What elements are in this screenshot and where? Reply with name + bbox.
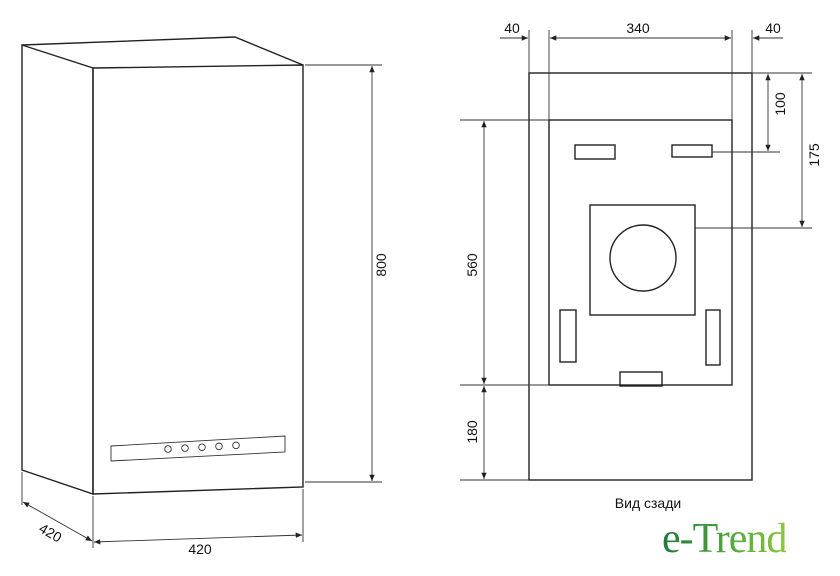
dimension-label-top-to-vents: 100 — [772, 92, 788, 116]
dimension-label-side-depth: 420 — [36, 520, 64, 546]
mount-slot-left — [574, 144, 616, 160]
hood-top-edge — [21, 36, 304, 66]
control-button-icon — [215, 442, 223, 451]
control-panel — [110, 435, 286, 462]
dimension-label-height: 800 — [373, 253, 389, 277]
air-outlet — [609, 224, 677, 292]
hood-side-face — [21, 44, 94, 495]
dimension-label-front-width: 420 — [188, 541, 212, 557]
dimension-label-inner-width: 340 — [626, 20, 650, 36]
rear-view-caption: Вид сзади — [615, 495, 681, 511]
dimension-top: 40 340 40 — [500, 20, 783, 120]
dimension-label-right-margin: 40 — [765, 20, 781, 36]
dimension-label-top-to-outlet: 175 — [806, 143, 822, 167]
mount-slot-right — [671, 144, 713, 158]
hood-front-face — [92, 64, 304, 495]
dimension-right: 100 175 — [695, 72, 822, 229]
side-slot-right — [705, 309, 721, 366]
rear-panel — [528, 72, 753, 481]
dimension-front-width: 420 — [92, 489, 304, 557]
dimension-side-depth: 420 — [21, 472, 93, 546]
dimension-label-bottom-offset: 180 — [464, 420, 480, 444]
dimension-height: 800 — [305, 64, 389, 483]
dimension-left: 560 180 — [460, 119, 549, 481]
control-button-icon — [198, 443, 206, 451]
hood-isometric-view — [21, 36, 304, 495]
mounting-plate — [548, 119, 733, 386]
control-button-icon — [232, 441, 240, 450]
bottom-slot — [619, 371, 663, 387]
control-button-icon — [164, 445, 172, 453]
dimension-label-left-margin: 40 — [504, 20, 520, 36]
outlet-frame — [589, 204, 696, 316]
rear-view — [528, 72, 753, 481]
dimension-label-inner-height: 560 — [464, 253, 480, 277]
brand-logo: e-Trend — [662, 516, 787, 562]
control-button-icon — [181, 444, 189, 452]
side-slot-left — [559, 309, 577, 363]
